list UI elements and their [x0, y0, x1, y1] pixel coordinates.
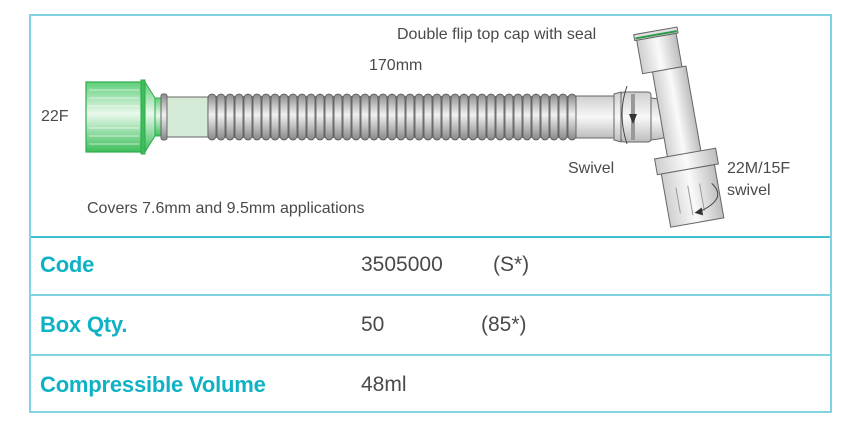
spec-note: (85*): [481, 313, 527, 336]
product-spec-sheet: Double flip top cap with seal 170mm 22F …: [29, 14, 832, 413]
spec-value: 48ml: [361, 373, 407, 396]
spec-row-compressible-volume: Compressible Volume 48ml: [31, 356, 830, 413]
swivel-label: Swivel: [568, 160, 615, 177]
product-diagram-panel: Double flip top cap with seal 170mm 22F …: [31, 16, 830, 238]
right-connector-label: 22M/15F: [727, 160, 791, 177]
green-connector-icon: [85, 79, 162, 155]
spec-label: Box Qty.: [40, 312, 128, 337]
left-connector-label: 22F: [41, 108, 69, 125]
spec-note: (S*): [493, 253, 530, 276]
elbow-connector-icon: [633, 26, 725, 228]
spec-label: Code: [40, 252, 95, 277]
swivel-joint-icon: [620, 85, 652, 145]
length-label: 170mm: [369, 57, 423, 74]
catheter-mount-illustration: [85, 26, 725, 228]
top-cap-label: Double flip top cap with seal: [397, 26, 597, 43]
right-connector-sublabel: swivel: [727, 182, 771, 199]
spec-value: 50: [361, 313, 385, 336]
spec-label: Compressible Volume: [40, 372, 266, 397]
corrugated-tube-icon: [207, 93, 577, 141]
coverage-label: Covers 7.6mm and 9.5mm applications: [87, 200, 365, 217]
spec-value: 3505000: [361, 253, 443, 276]
spec-row-box-qty: Box Qty. 50 (85*): [31, 296, 830, 356]
spec-row-code: Code 3505000 (S*): [31, 236, 830, 296]
